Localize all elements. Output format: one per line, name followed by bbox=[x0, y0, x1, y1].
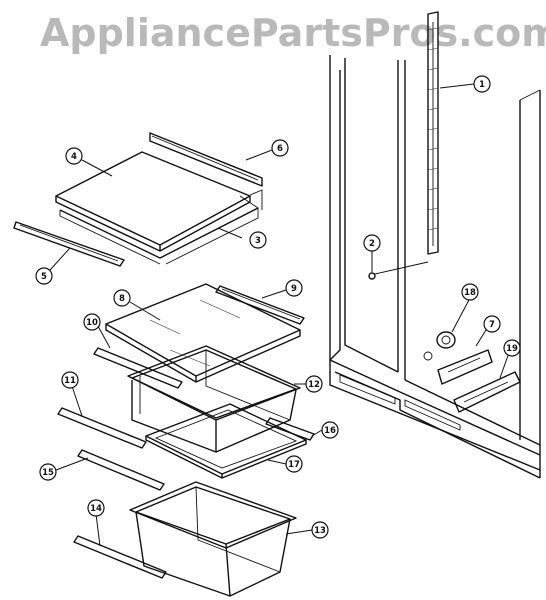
callout-17: 17 bbox=[285, 455, 303, 473]
callout-6: 6 bbox=[271, 139, 289, 157]
glass-shelf-part-4 bbox=[55, 151, 251, 252]
svg-text:6: 6 bbox=[277, 144, 283, 154]
lower-pan-part-13 bbox=[129, 481, 297, 597]
shelf-ladder-part-1 bbox=[427, 11, 439, 255]
callout-3: 3 bbox=[249, 231, 267, 249]
rail-part-10 bbox=[93, 347, 183, 389]
callout-8: 8 bbox=[113, 289, 131, 307]
svg-text:14: 14 bbox=[90, 504, 102, 514]
bracket-part-19 bbox=[453, 371, 521, 413]
callout-11: 11 bbox=[61, 371, 79, 389]
callout-10: 10 bbox=[83, 313, 101, 331]
svg-text:19: 19 bbox=[506, 344, 518, 354]
svg-text:1: 1 bbox=[479, 80, 485, 90]
callout-13: 13 bbox=[311, 521, 329, 539]
watermark-text: AppliancePartsPros.com bbox=[40, 11, 546, 55]
svg-text:5: 5 bbox=[41, 272, 47, 282]
cabinet-liner bbox=[329, 55, 541, 479]
rail-part-5 bbox=[13, 221, 125, 267]
svg-text:16: 16 bbox=[324, 426, 336, 436]
rail-part-11 bbox=[57, 407, 147, 449]
rail-part-16 bbox=[265, 417, 315, 441]
svg-text:7: 7 bbox=[489, 320, 495, 330]
callout-9: 9 bbox=[285, 279, 303, 297]
callout-16: 16 bbox=[321, 421, 339, 439]
callout-19: 19 bbox=[503, 339, 521, 357]
callout-7: 7 bbox=[483, 315, 501, 333]
callout-4: 4 bbox=[65, 147, 83, 165]
svg-text:13: 13 bbox=[314, 526, 326, 536]
callout-2: 2 bbox=[363, 234, 381, 252]
rail-part-14 bbox=[73, 535, 167, 579]
svg-text:18: 18 bbox=[464, 288, 476, 298]
svg-text:3: 3 bbox=[255, 236, 261, 246]
svg-text:4: 4 bbox=[71, 152, 77, 162]
svg-text:15: 15 bbox=[42, 468, 54, 478]
callout-1: 1 bbox=[473, 75, 491, 93]
callout-12: 12 bbox=[305, 375, 323, 393]
rail-part-6 bbox=[149, 132, 263, 187]
knob-part-18 bbox=[423, 331, 456, 361]
callout-14: 14 bbox=[87, 499, 105, 517]
svg-text:2: 2 bbox=[369, 239, 375, 249]
svg-text:10: 10 bbox=[86, 318, 98, 328]
rail-part-15 bbox=[77, 449, 165, 491]
glass-cover-part-8 bbox=[105, 283, 301, 383]
bracket-part-7 bbox=[437, 349, 493, 385]
shelf-frame-part-3 bbox=[59, 189, 263, 265]
crisper-frame-part-17 bbox=[145, 403, 307, 479]
screw-part-2 bbox=[368, 261, 429, 280]
svg-text:9: 9 bbox=[291, 284, 297, 294]
callout-15: 15 bbox=[39, 463, 57, 481]
svg-text:11: 11 bbox=[64, 376, 76, 386]
svg-text:12: 12 bbox=[308, 380, 320, 390]
leader-lines bbox=[49, 83, 511, 547]
crisper-pan-part-12 bbox=[127, 345, 301, 453]
svg-text:8: 8 bbox=[119, 294, 125, 304]
callout-18: 18 bbox=[461, 283, 479, 301]
callout-5: 5 bbox=[35, 267, 53, 285]
svg-text:17: 17 bbox=[288, 460, 300, 470]
